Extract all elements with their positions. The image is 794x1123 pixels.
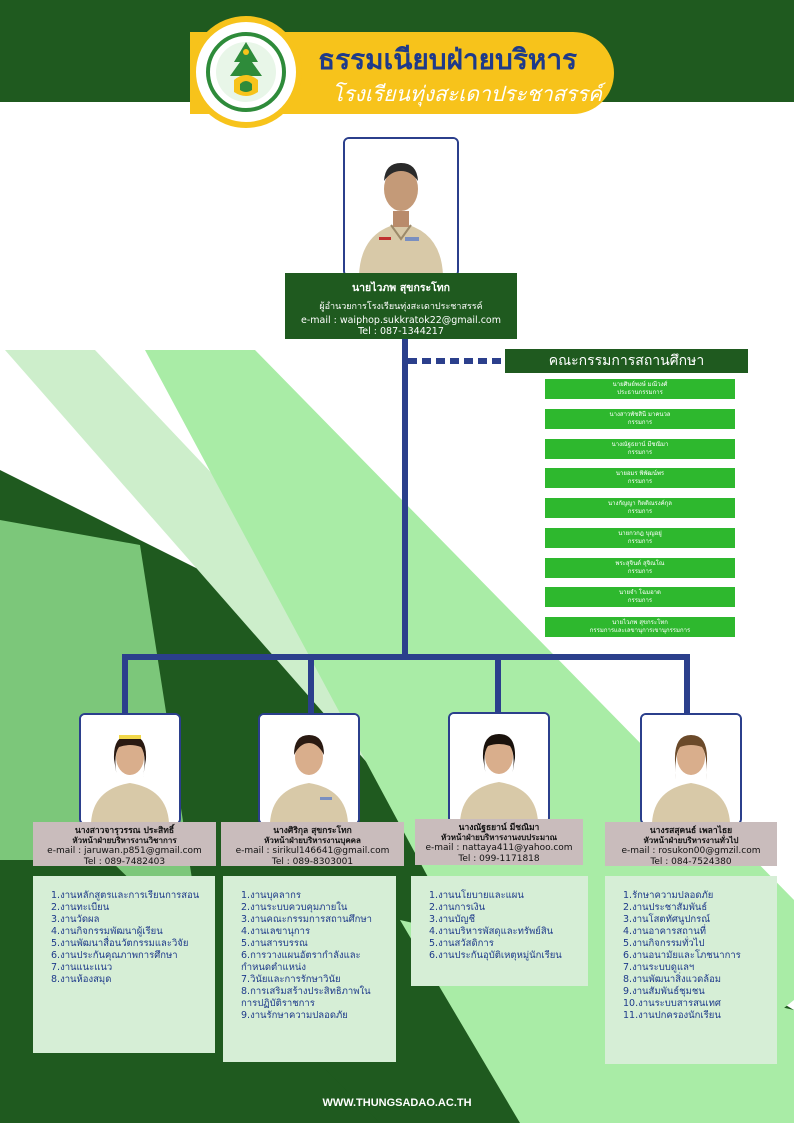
duty-item: 2.งานระบบควบคุมภายใน (241, 902, 348, 913)
head-2-email[interactable]: e-mail : sirikul146641@gmail.com (235, 846, 390, 856)
head-2-duties: 1.งานบุคลากร 2.งานระบบควบคุมภายใน 3.งานค… (223, 876, 396, 1062)
duty-item: 3.งานบัญชี (429, 914, 476, 925)
director-photo-frame (343, 137, 459, 277)
head-4-photo-frame (640, 713, 742, 825)
school-emblem-icon (206, 32, 286, 112)
committee-member: นายกวกฎ บุญอยู่กรรมการ (545, 528, 735, 548)
head-1-duties: 1.งานหลักสูตรและการเรียนการสอน 2.งานทะเบ… (33, 876, 215, 1053)
head-4-name: นางรสสุคนธ์ เพลาไธย (649, 826, 733, 836)
duty-item: 5.งานกิจกรรมทั่วไป (623, 938, 705, 949)
duty-item: 5.งานสารบรรณ (241, 938, 308, 949)
connector-branch-1 (122, 654, 128, 714)
duty-item: 4.งานเลขานุการ (241, 926, 311, 937)
head-3-duties: 1.งานนโยบายและแผน 2.งานการเงิน 3.งานบัญช… (411, 876, 588, 986)
duty-item: 6.งานประกันคุณภาพการศึกษา (51, 950, 178, 961)
head-2-tel: Tel : 089-8303001 (271, 857, 354, 867)
head-4-email[interactable]: e-mail : rosukon00@gmzil.com (621, 846, 761, 856)
duty-item: 6.การวางแผนอัตรากำลังและกำหนดตำแหน่ง (241, 950, 361, 973)
committee-member: นายอมร พิพัฒน์พรกรรมการ (545, 468, 735, 488)
duty-item: 4.งานบริหารพัสดุและทรัพย์สิน (429, 926, 554, 937)
head-3-role: หัวหน้าฝ่ายบริหารงานงบประมาณ (440, 833, 557, 842)
connector-trunk (402, 339, 408, 657)
director-photo (345, 139, 457, 275)
duty-item: 8.งานห้องสมุด (51, 974, 112, 985)
duty-item: 4.งานกิจกรรมพัฒนาผู้เรียน (51, 926, 163, 937)
page-title: ธรรมเนียบฝ่ายบริหาร (318, 43, 578, 76)
duty-item: 2.งานประชาสัมพันธ์ (623, 902, 708, 913)
head-1-info: นางสาวจารุวรรณ ประสิทธิ์ หัวหน้าฝ่ายบริห… (33, 822, 216, 867)
committee-member: นางกัญญา กิตติณรงค์กุลกรรมการ (545, 498, 735, 518)
duty-item: 7.งานระบบดูแลฯ (623, 962, 695, 973)
head-2-photo (260, 715, 358, 823)
committee-member: นายศิษย์พงษ์ มณีวงศ์ประธานกรรมการ (545, 379, 735, 399)
committee-member: พระสุจินต์ สุจิณโณกรรมการ (545, 558, 735, 578)
head-4-duties: 1.รักษาความปลอดภัย 2.งานประชาสัมพันธ์ 3.… (605, 876, 777, 1064)
duty-item: 2.งานทะเบียน (51, 902, 110, 913)
duty-item: 3.งานคณะกรรมการสถานศึกษา (241, 914, 372, 925)
connector-horizontal (122, 654, 690, 660)
head-4-role: หัวหน้าฝ่ายบริหารงานทั่วไป (643, 836, 739, 845)
head-3-tel: Tel : 099-1171818 (458, 854, 540, 864)
committee-member: นายไวภพ สุขกระโทกกรรมการและเลขานุการเขาน… (545, 617, 735, 637)
duty-item: 11.งานปกครองนักเรียน (623, 1010, 721, 1021)
connector-branch-3 (495, 654, 501, 714)
duty-item: 9.งานสัมพันธ์ชุมชน (623, 986, 705, 997)
duty-item: 1.งานนโยบายและแผน (429, 890, 524, 901)
head-3-photo (450, 714, 548, 822)
head-3-name: นางณัฐธยาน์ มีชณิมา (458, 823, 540, 833)
duty-item: 6.งานอนามัยและโภชนาการ (623, 950, 741, 961)
duty-item: 5.งานพัฒนาสื่อนวัตกรรมและวิจัย (51, 938, 189, 949)
head-2-photo-frame (258, 713, 360, 825)
head-2-name: นางศิริกุล สุขกระโทก (273, 826, 352, 836)
duty-item: 2.งานการเงิน (429, 902, 486, 913)
duty-item: 10.งานระบบสารสนเทศ (623, 998, 721, 1009)
duty-item: 1.รักษาความปลอดภัย (623, 890, 714, 901)
director-email[interactable]: e-mail : waiphop.sukkratok22@gmail.com (300, 315, 502, 326)
duty-item: 7.วินัยและการรักษาวินัย (241, 974, 341, 985)
head-4-tel: Tel : 084-7524380 (650, 857, 732, 867)
connector-branch-4 (684, 654, 690, 714)
head-1-role: หัวหน้าฝ่ายบริหารงานวิชาการ (72, 836, 177, 845)
head-2-role: หัวหน้าฝ่ายบริหารงานบุคคล (264, 836, 361, 845)
duty-item: 4.งานอาคารสถานที่ (623, 926, 707, 937)
duty-item: 6.งานประกันอุบัติเหตุหมู่นักเรียน (429, 950, 562, 961)
duty-item: 5.งานสวัสดิการ (429, 938, 494, 949)
page-subtitle: โรงเรียนทุ่งสะเดาประชาสรรค์ (332, 82, 603, 106)
head-2-info: นางศิริกุล สุขกระโทก หัวหน้าฝ่ายบริหารงา… (221, 822, 404, 867)
committee-member: นางณัฐธยาน์ มีชณิมากรรมการ (545, 439, 735, 459)
head-3-email[interactable]: e-mail : nattaya411@yahoo.com (425, 843, 573, 853)
duty-item: 7.งานแนะแนว (51, 962, 113, 973)
duty-item: 1.งานบุคลากร (241, 890, 301, 901)
committee-member: นายจำ โฉมอาดกรรมการ (545, 587, 735, 607)
duty-item: 9.งานรักษาความปลอดภัย (241, 1010, 348, 1021)
duty-item: 1.งานหลักสูตรและการเรียนการสอน (51, 890, 200, 901)
committee-member: นางสาวพัชสินี มาคนวลกรรมการ (545, 409, 735, 429)
head-1-email[interactable]: e-mail : jaruwan.p851@gmail.com (47, 846, 202, 856)
head-1-photo-frame (79, 713, 181, 825)
duty-item: 8.การเสริมสร้างประสิทธิภาพในการปฏิบัติรา… (241, 986, 371, 1009)
duty-item: 8.งานพัฒนาสิ่งแวดล้อม (623, 974, 722, 985)
head-3-info: นางณัฐธยาน์ มีชณิมา หัวหน้าฝ่ายบริหารงาน… (415, 819, 583, 865)
head-1-tel: Tel : 089-7482403 (83, 857, 166, 867)
head-1-name: นางสาวจารุวรรณ ประสิทธิ์ (74, 826, 175, 836)
head-1-photo (81, 715, 179, 823)
head-4-photo (642, 715, 740, 823)
director-role: ผู้อำนวยการโรงเรียนทุ่งสะเดาประชาสรรค์ (319, 302, 483, 312)
connector-branch-2 (308, 654, 314, 714)
duty-item: 3.งานวัดผล (51, 914, 100, 925)
director-info-box: นายไวภพ สุขกระโทก ผู้อำนวยการโรงเรียนทุ่… (285, 273, 517, 339)
school-logo (190, 16, 302, 128)
head-4-info: นางรสสุคนธ์ เพลาไธย หัวหน้าฝ่ายบริหารงาน… (605, 822, 777, 867)
duty-item: 3.งานโสตทัศนูปกรณ์ (623, 914, 711, 925)
connector-dotted (408, 358, 505, 364)
director-tel: Tel : 087-1344217 (358, 326, 444, 337)
director-name: นายไวภพ สุขกระโทก (351, 282, 451, 294)
head-3-photo-frame (448, 712, 550, 824)
committee-title: คณะกรรมการสถานศึกษา (505, 349, 748, 373)
website-link[interactable]: WWW.THUNGSADAO.AC.TH (322, 1097, 472, 1109)
